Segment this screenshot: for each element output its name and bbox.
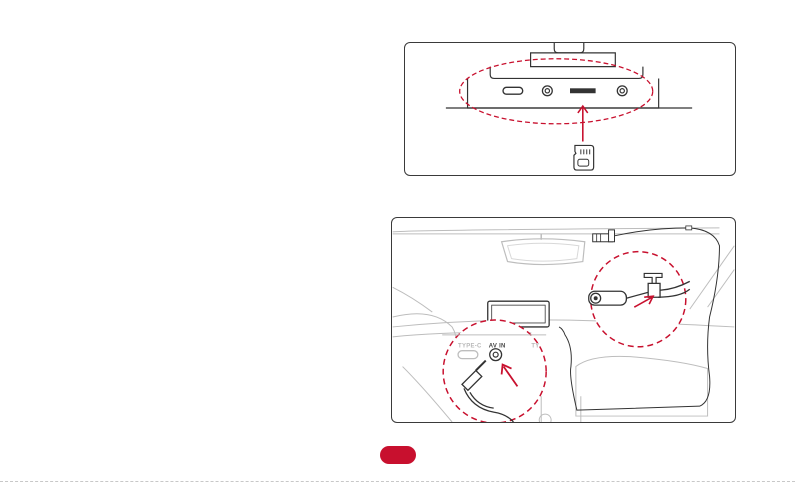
cable-clip bbox=[686, 226, 692, 230]
audio-port-left-inner bbox=[545, 89, 549, 93]
type-c-label: TYPE-C bbox=[458, 344, 482, 350]
rear-view-mirror-inner bbox=[508, 243, 579, 261]
audio-port-right-inner bbox=[620, 89, 624, 93]
a-pillar-right bbox=[690, 246, 735, 309]
microsd-card-icon bbox=[574, 145, 594, 170]
partial-port-label: TY bbox=[531, 344, 539, 350]
camera-body bbox=[490, 67, 643, 79]
av-in-port bbox=[490, 349, 502, 361]
sd-card-diagram bbox=[405, 43, 735, 175]
front-camera-mount bbox=[593, 230, 615, 242]
usb-port bbox=[503, 87, 523, 94]
audio-port-left bbox=[542, 86, 552, 96]
page-bottom-rule bbox=[0, 481, 795, 482]
seat-right bbox=[576, 356, 708, 416]
sd-slot bbox=[570, 88, 596, 93]
a-pillar-left bbox=[393, 287, 433, 312]
page-number-badge bbox=[380, 446, 416, 464]
camera-body-lower bbox=[468, 78, 659, 108]
camera-mount bbox=[554, 43, 584, 53]
audio-port-right bbox=[617, 86, 627, 96]
sd-card-diagram-panel bbox=[404, 42, 736, 176]
a-pillar-right-2 bbox=[708, 269, 735, 307]
rear-camera-diagram: TYPE-C AV IN TY bbox=[392, 218, 735, 422]
rear-camera-diagram-panel: TYPE-C AV IN TY bbox=[391, 217, 736, 423]
